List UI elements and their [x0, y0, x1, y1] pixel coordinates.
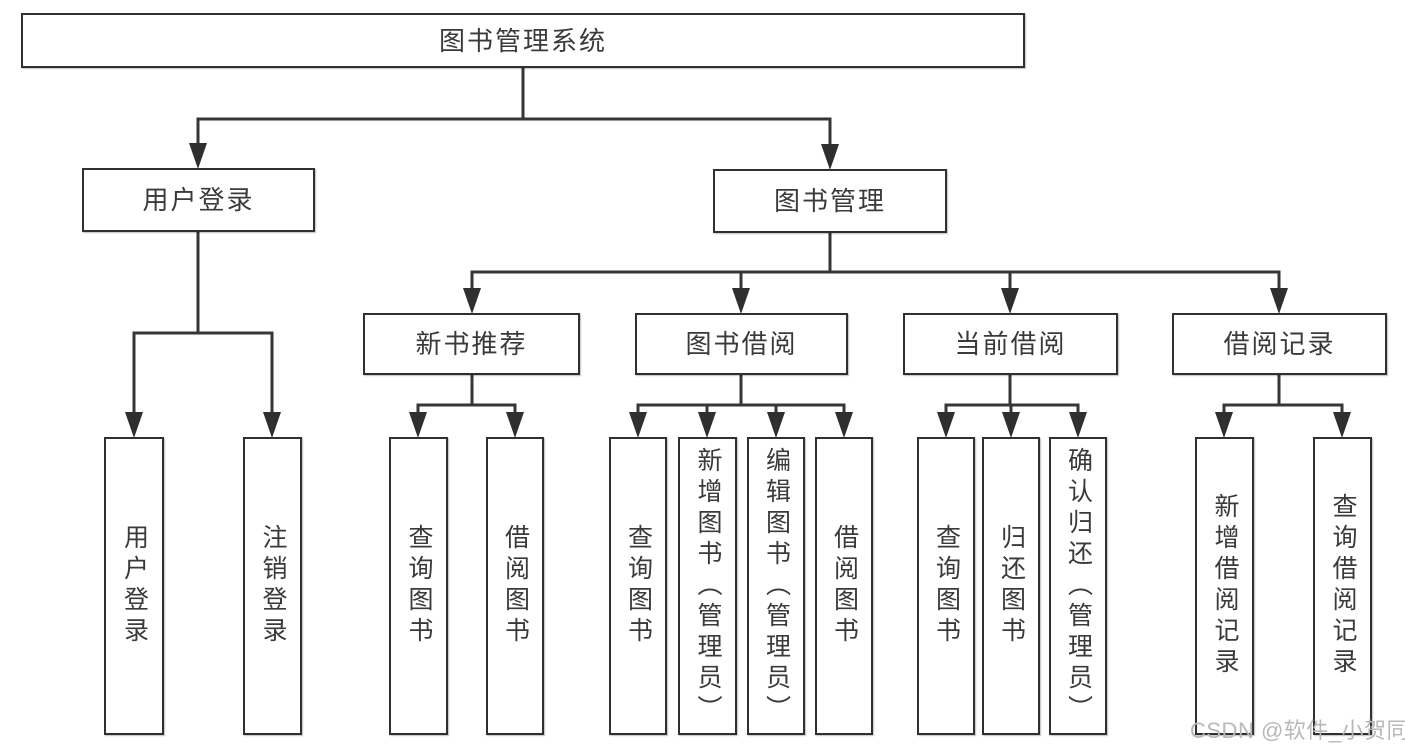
node-library-system-root: 图书管理系统	[21, 13, 1025, 68]
node-borrowing-records: 借阅记录	[1172, 313, 1387, 375]
edge-user-login-fork	[132, 232, 274, 417]
leaf-add-borrow-record: 新增借阅记录	[1195, 437, 1254, 735]
edge-borrow-records-fork	[1222, 375, 1344, 418]
edge-current-borrow-fork	[944, 375, 1080, 418]
node-new-book-recommendation: 新书推荐	[363, 313, 580, 375]
node-book-borrowing: 图书借阅	[635, 313, 848, 375]
edge-book-management-fork	[470, 233, 1281, 293]
leaf-edit-book-admin: 编辑图书（管理员）	[747, 437, 805, 735]
leaf-borrow-books: 借阅图书	[815, 437, 873, 735]
node-current-borrowing: 当前借阅	[903, 313, 1118, 375]
edge-new-book-fork	[416, 375, 517, 418]
leaf-query-borrow-record: 查询借阅记录	[1313, 437, 1372, 735]
leaf-user-login: 用户登录	[104, 437, 164, 735]
node-user-login: 用户登录	[82, 168, 315, 232]
leaf-borrow-books-recommend: 借阅图书	[486, 437, 544, 735]
leaf-query-books-current: 查询图书	[917, 437, 975, 735]
edge-book-borrow-fork	[636, 375, 846, 418]
node-book-management: 图书管理	[713, 169, 947, 233]
csdn-watermark: CSDN @软件_小贺同学	[1190, 718, 1405, 743]
leaf-query-books-borrow: 查询图书	[609, 437, 667, 735]
leaf-add-book-admin: 新增图书（管理员）	[678, 437, 737, 735]
leaf-logout: 注销登录	[243, 437, 302, 735]
leaf-confirm-return-admin: 确认归还（管理员）	[1049, 437, 1107, 735]
leaf-query-books-recommend: 查询图书	[389, 437, 448, 735]
edge-root-fork	[196, 68, 832, 149]
leaf-return-book: 归还图书	[982, 437, 1040, 735]
